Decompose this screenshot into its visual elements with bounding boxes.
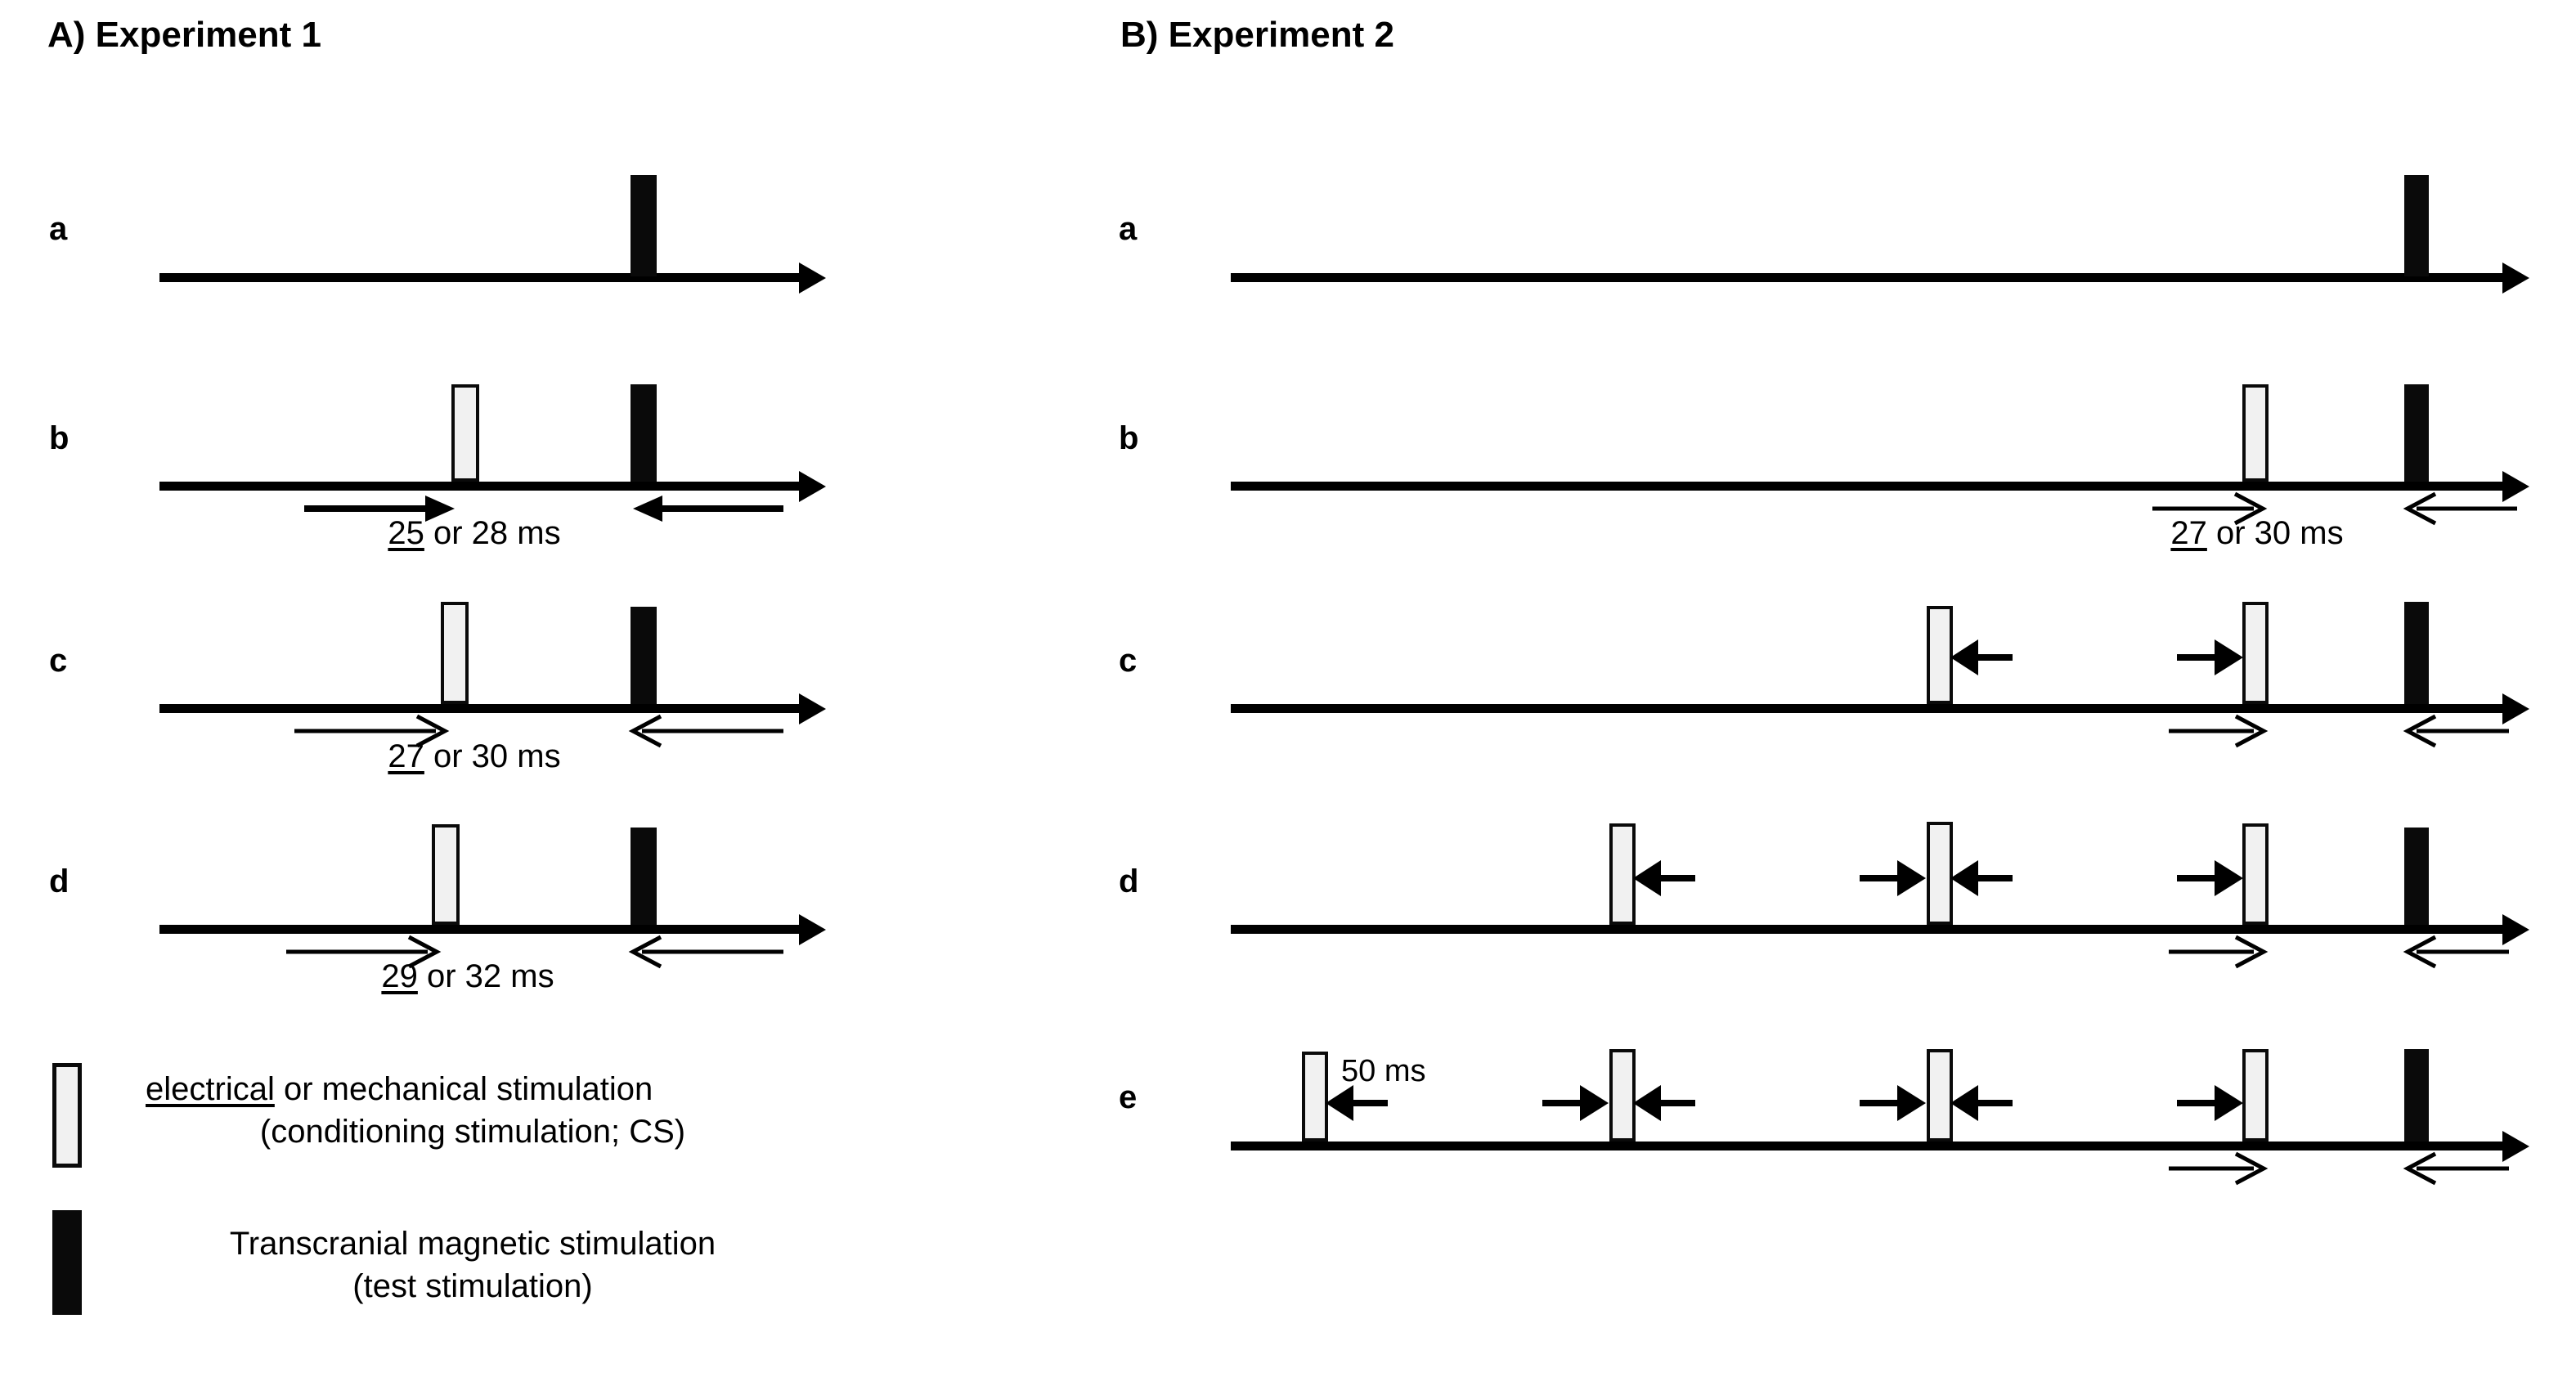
panel-b-row-b-interval-label: 27 or 30 ms (2094, 515, 2421, 552)
panel-a-row-b-interval-arrow-right-icon (303, 491, 458, 527)
panel-a-row-d-interval-arrow-right-icon (285, 934, 442, 970)
panel-b-row-e-cs-pulse-3 (1927, 1049, 1953, 1142)
panel-b-row-c-cs-pulse-2 (2242, 602, 2269, 704)
panel-b-title: B) Experiment 2 (1120, 15, 1394, 55)
panel-a-row-c-tms-pulse (631, 607, 657, 704)
panel-b-row-e-axis (1231, 1142, 2502, 1150)
panel-b-row-d-cs-pulse-3 (2242, 823, 2269, 925)
legend-tms-line1: Transcranial magnetic stimulation (229, 1226, 716, 1262)
panel-b-row-c-bold-arrow-left-icon (1949, 638, 2014, 677)
panel-b-row-a-label: a (1119, 211, 1138, 247)
panel-b-row-e-interval-arrow-right-icon (2167, 1150, 2269, 1186)
panel-a-row-b-interval-arrow-left-icon (630, 491, 785, 527)
panel-a-row-c-label: c (49, 643, 68, 679)
panel-b-row-b-interval-value: 27 (2170, 515, 2207, 551)
panel-b-row-e-interval-arrow-left-icon (2403, 1150, 2511, 1186)
panel-b-row-e-bold-arrow-left-2-icon (1631, 1083, 1697, 1123)
panel-a-row-b-tms-pulse (631, 384, 657, 482)
panel-b-row-c-interval-arrow-left-icon (2403, 713, 2511, 749)
panel-a-row-b-cs-pulse (451, 384, 479, 482)
panel-b-row-c-label: c (1119, 643, 1138, 679)
panel-b-row-e-cs-pulse-2 (1609, 1049, 1636, 1142)
panel-b-row-e-bold-arrow-left-1-icon (1324, 1083, 1389, 1123)
panel-a-row-c-interval-arrow-left-icon (628, 713, 785, 749)
panel-b-row-c-bold-arrow-right-icon (2175, 638, 2245, 677)
panel-b-row-d-axis (1231, 925, 2502, 934)
panel-b-row-e-bold-arrow-left-3-icon (1949, 1083, 2014, 1123)
panel-b-row-e-label: e (1119, 1079, 1138, 1115)
panel-a-row-d-axis (159, 925, 799, 934)
panel-b-row-b-cs-pulse (2242, 384, 2269, 482)
panel-b-row-b-interval-rest: or 30 ms (2206, 515, 2344, 551)
panel-a-row-a-label: a (49, 211, 68, 247)
panel-b-row-c-cs-pulse-1 (1927, 606, 1953, 704)
panel-a-row-b-axis (159, 482, 799, 491)
panel-a-row-a-axis (159, 273, 799, 282)
panel-b-row-c-tms-pulse (2404, 602, 2429, 704)
legend-tms-swatch (52, 1210, 82, 1315)
panel-b-row-d-bold-arrow-right-2-icon (2175, 859, 2245, 898)
panel-a-row-d-interval-label: 29 or 32 ms (304, 958, 631, 995)
panel-a-row-c-axis-arrowhead-icon (799, 693, 826, 724)
panel-b-row-b-interval-arrow-left-icon (2403, 491, 2519, 527)
panel-b-row-e-tms-pulse (2404, 1049, 2429, 1142)
panel-b-row-e-cs-pulse-1 (1302, 1052, 1328, 1142)
panel-a-row-b-label: b (49, 420, 70, 456)
panel-b-row-b-axis (1231, 482, 2502, 491)
legend-cs-line2: (conditioning stimulation; CS) (259, 1114, 686, 1150)
panel-b-row-e-bold-arrow-right-1-icon (1541, 1083, 1610, 1123)
panel-b-row-e-bold-arrow-right-2-icon (1858, 1083, 1928, 1123)
panel-a-row-c-cs-pulse (441, 602, 469, 704)
panel-a-row-d-axis-arrowhead-icon (799, 914, 826, 945)
legend-tms-line2: (test stimulation) (352, 1268, 593, 1304)
panel-a-row-d-interval-rest: or 32 ms (417, 958, 554, 994)
panel-a-title: A) Experiment 1 (47, 15, 321, 55)
panel-a-row-b-interval-rest: or 28 ms (424, 515, 561, 551)
panel-b-row-a-axis (1231, 273, 2502, 282)
panel-a-row-d-interval-arrow-left-icon (628, 934, 785, 970)
panel-a-row-c-interval-label: 27 or 30 ms (311, 738, 638, 775)
panel-b-row-d-bold-arrow-left-2-icon (1949, 859, 2014, 898)
panel-b-row-c-interval-arrow-right-icon (2167, 713, 2269, 749)
panel-a-row-b-axis-arrowhead-icon (799, 471, 826, 502)
panel-b-row-e-cs-pulse-4 (2242, 1049, 2269, 1142)
panel-a-row-c-interval-value: 27 (388, 738, 424, 774)
legend-cs-swatch (52, 1063, 82, 1168)
panel-a-row-d-label: d (49, 863, 70, 899)
panel-b-row-d-interval-arrow-left-icon (2403, 934, 2511, 970)
panel-a-row-d-cs-pulse (432, 824, 460, 925)
panel-b-row-e-bold-arrow-right-3-icon (2175, 1083, 2245, 1123)
panel-b-row-b-tms-pulse (2404, 384, 2429, 482)
panel-b-row-d-cs-pulse-1 (1609, 823, 1636, 925)
panel-b-row-e-axis-arrowhead-icon (2502, 1131, 2529, 1162)
panel-b-row-d-bold-arrow-right-1-icon (1858, 859, 1928, 898)
panel-a-row-b-interval-label: 25 or 28 ms (311, 515, 638, 552)
panel-b-row-b-axis-arrowhead-icon (2502, 471, 2529, 502)
legend-cs-underlined-word: electrical (146, 1071, 275, 1107)
legend-cs-text: electrical or mechanical stimulation (co… (146, 1068, 800, 1153)
panel-a-row-c-interval-rest: or 30 ms (424, 738, 561, 774)
panel-b-row-c-axis-arrowhead-icon (2502, 693, 2529, 724)
panel-a-row-c-interval-arrow-right-icon (293, 713, 450, 749)
panel-b-row-d-bold-arrow-left-1-icon (1631, 859, 1697, 898)
legend-cs-line1-rest: or mechanical stimulation (274, 1071, 653, 1107)
panel-b-row-b-label: b (1119, 420, 1139, 456)
panel-a-row-d-interval-value: 29 (381, 958, 418, 994)
panel-b-row-d-label: d (1119, 863, 1139, 899)
panel-b-row-b-interval-arrow-right-icon (2151, 491, 2268, 527)
panel-b-row-d-interval-arrow-right-icon (2167, 934, 2269, 970)
panel-a-row-b-interval-value: 25 (388, 515, 424, 551)
panel-b-row-d-cs-pulse-2 (1927, 822, 1953, 925)
panel-b-row-d-tms-pulse (2404, 828, 2429, 925)
panel-b-row-e-note-50ms: 50 ms (1341, 1054, 1426, 1088)
panel-a-row-a-tms-pulse (631, 175, 657, 276)
panel-b-row-a-axis-arrowhead-icon (2502, 262, 2529, 294)
panel-b-row-c-axis (1231, 704, 2502, 713)
legend-tms-text: Transcranial magnetic stimulation (test … (146, 1222, 800, 1307)
panel-a-row-c-axis (159, 704, 799, 713)
panel-a-row-d-tms-pulse (631, 828, 657, 925)
panel-b-row-d-axis-arrowhead-icon (2502, 914, 2529, 945)
panel-b-row-a-tms-pulse (2404, 175, 2429, 276)
panel-a-row-a-axis-arrowhead-icon (799, 262, 826, 294)
